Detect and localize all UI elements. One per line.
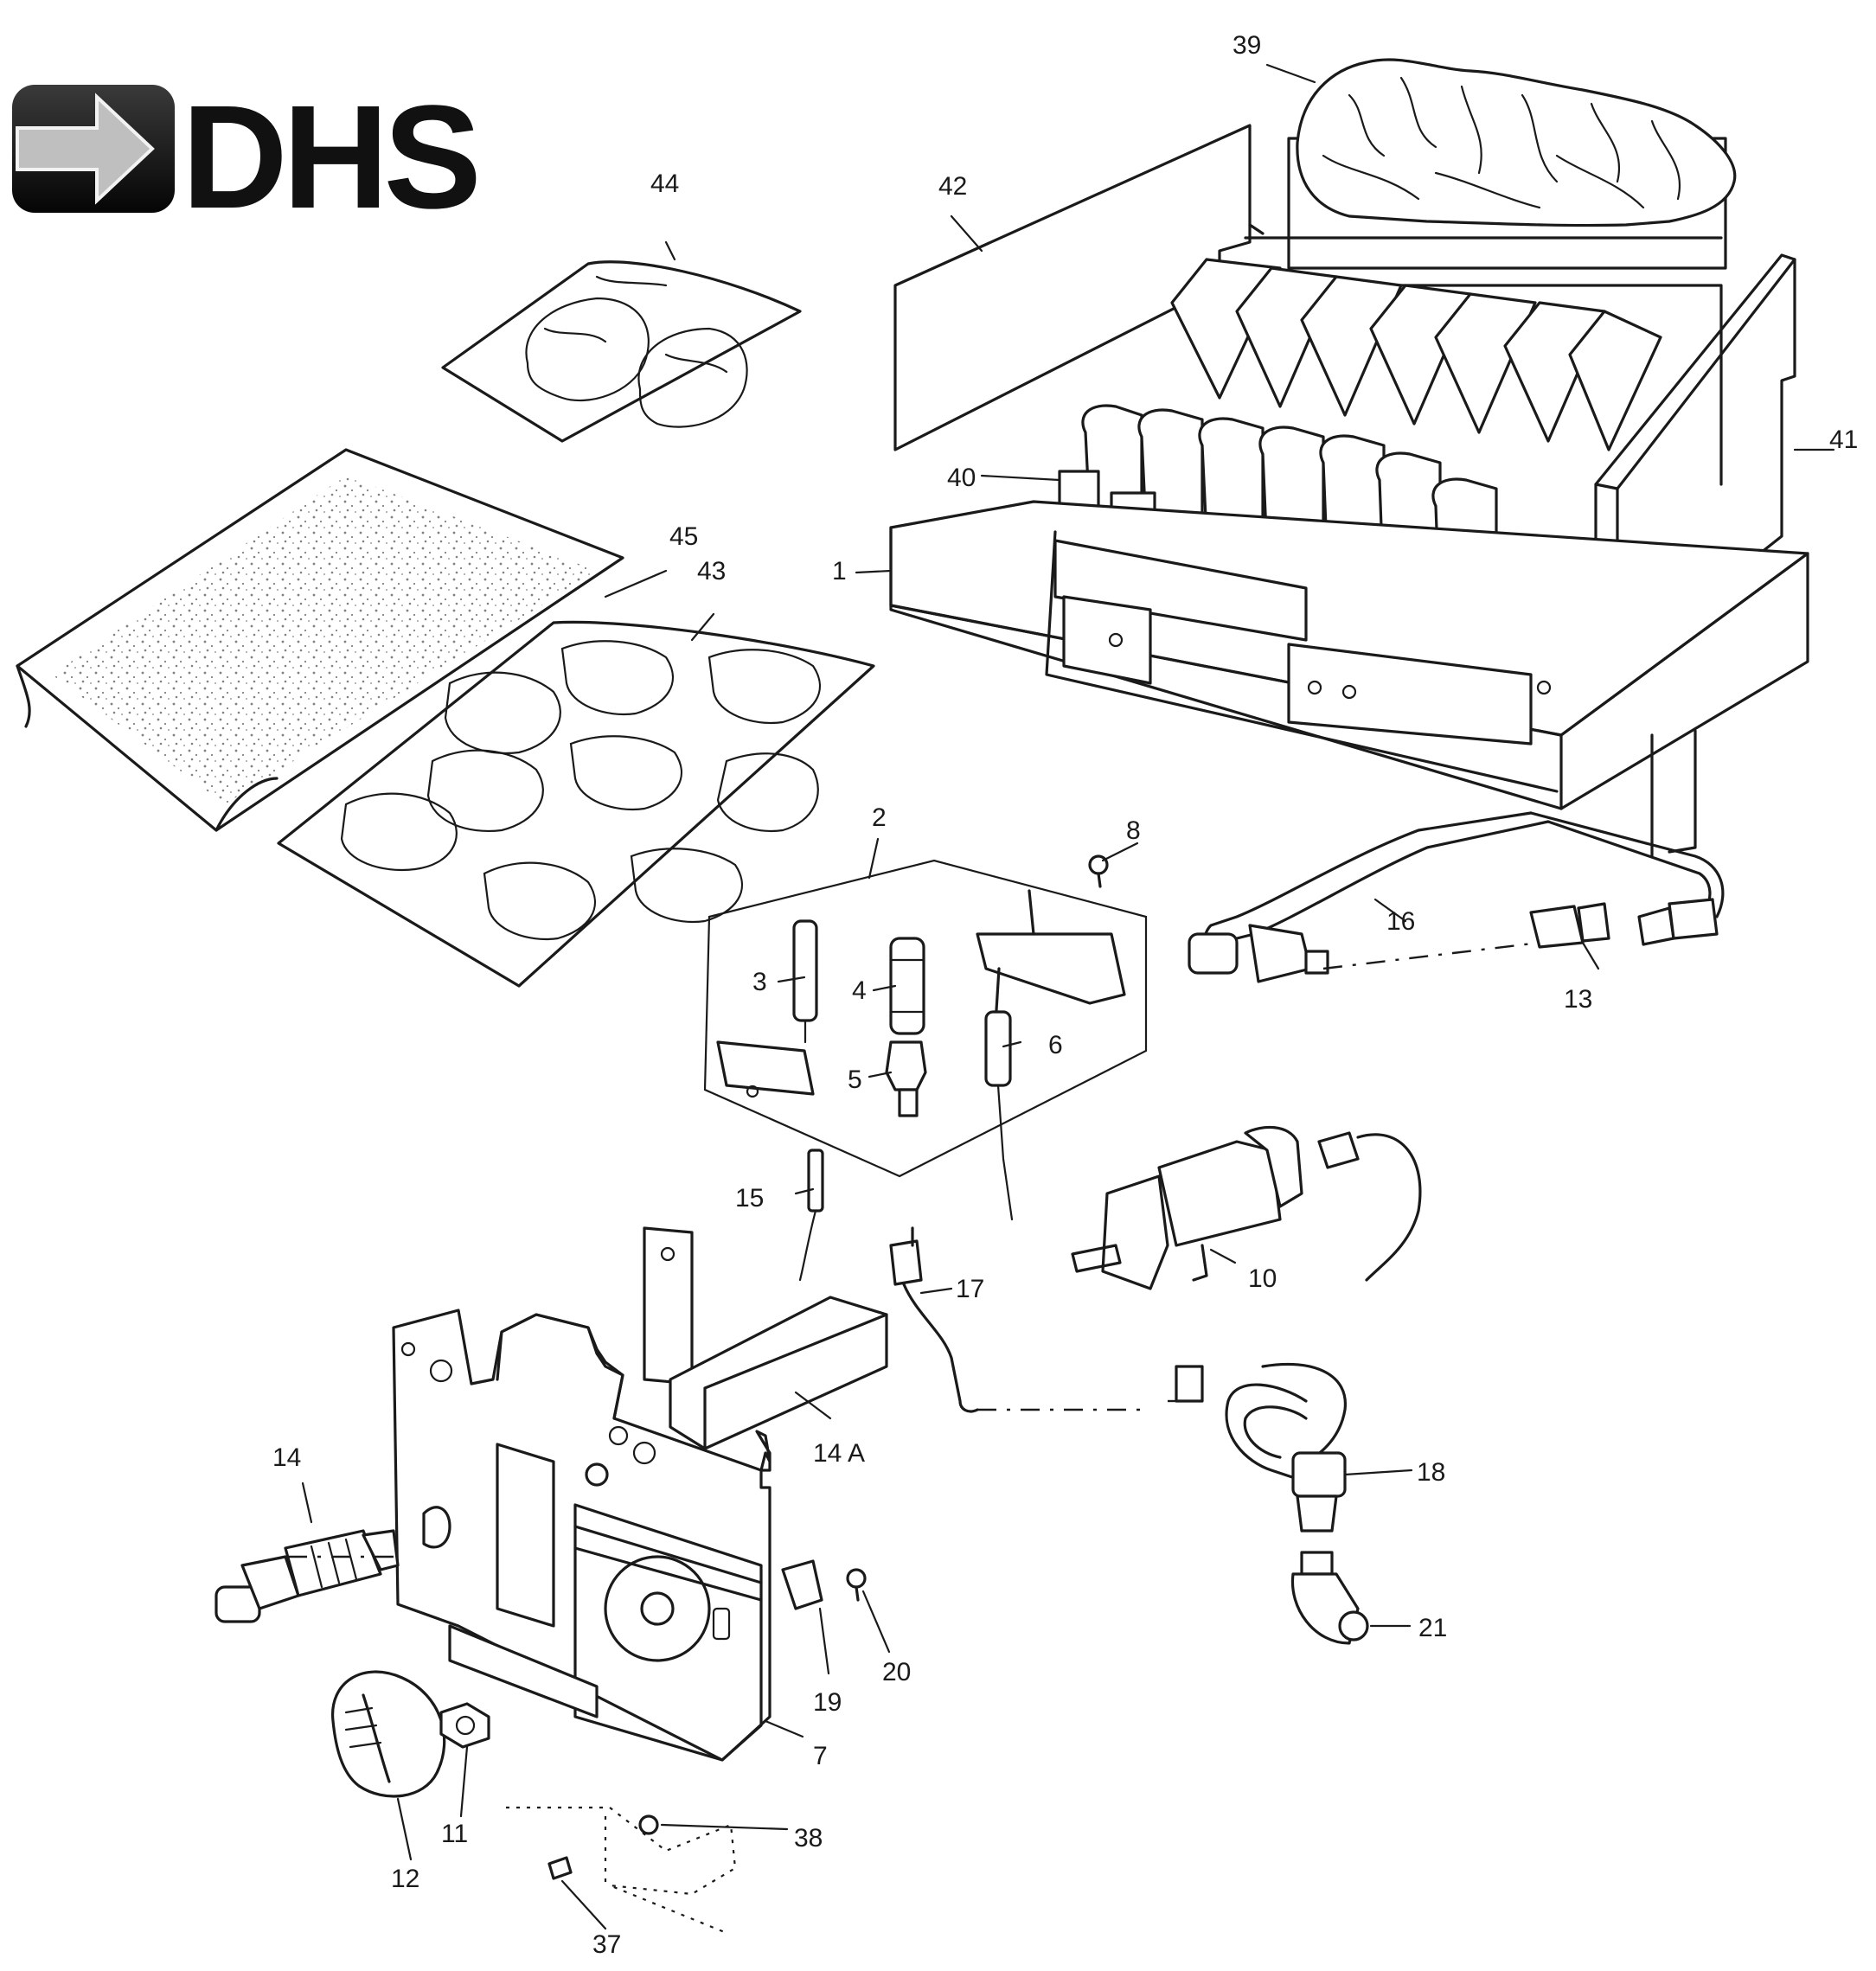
part-44-coal-bag bbox=[441, 260, 802, 443]
label-14: 14 bbox=[272, 1443, 301, 1472]
part-15-electrode bbox=[798, 1149, 824, 1282]
part-4-pilot-injector bbox=[889, 937, 925, 1035]
part-14-igniter bbox=[214, 1529, 400, 1623]
part-labels: 39 42 44 41 40 1 45 43 2 8 16 13 3 4 6 5… bbox=[272, 31, 1858, 1959]
label-40: 40 bbox=[947, 464, 976, 492]
part-12-control-knob bbox=[331, 1670, 446, 1798]
part-2-pilot-kit-boundary bbox=[703, 859, 1148, 1178]
label-37: 37 bbox=[592, 1930, 621, 1959]
part-37-38-cover-plate bbox=[506, 1806, 737, 1935]
label-6: 6 bbox=[1048, 1031, 1063, 1059]
label-42: 42 bbox=[938, 172, 967, 201]
label-21: 21 bbox=[1418, 1614, 1447, 1642]
part-19-clip bbox=[781, 1559, 823, 1610]
label-15: 15 bbox=[735, 1184, 764, 1213]
part-5-fitting bbox=[885, 1040, 927, 1117]
part-8-screw bbox=[1088, 854, 1109, 888]
label-17: 17 bbox=[956, 1275, 984, 1303]
right-arrow-icon bbox=[16, 93, 155, 205]
part-39-log bbox=[1287, 58, 1737, 270]
label-3: 3 bbox=[752, 968, 767, 996]
part-42-side-panel bbox=[893, 124, 1252, 451]
part-16-gas-pipe bbox=[1188, 811, 1725, 983]
part-pilot-bracket bbox=[716, 1040, 815, 1098]
label-43: 43 bbox=[697, 557, 726, 586]
label-41: 41 bbox=[1829, 426, 1858, 454]
part-17-pilot-pipe bbox=[889, 1226, 979, 1413]
part-43-coal-bag-large bbox=[277, 620, 875, 988]
label-18: 18 bbox=[1417, 1458, 1445, 1487]
part-45-sand-bag bbox=[16, 448, 624, 832]
label-20: 20 bbox=[882, 1658, 911, 1686]
label-14a: 14 A bbox=[813, 1439, 865, 1468]
label-12: 12 bbox=[391, 1865, 419, 1893]
part-11-nut bbox=[439, 1702, 490, 1749]
label-2: 2 bbox=[872, 803, 887, 832]
label-10: 10 bbox=[1248, 1264, 1277, 1293]
label-13: 13 bbox=[1564, 985, 1592, 1014]
label-45: 45 bbox=[669, 522, 698, 551]
logo-text: DHS bbox=[182, 75, 477, 240]
label-11: 11 bbox=[441, 1820, 468, 1848]
label-1: 1 bbox=[832, 557, 847, 586]
dhs-logo: DHS bbox=[12, 75, 482, 240]
label-7: 7 bbox=[813, 1742, 828, 1770]
label-16: 16 bbox=[1386, 907, 1415, 936]
part-14a-bracket bbox=[643, 1226, 888, 1450]
leader-lines bbox=[285, 63, 1835, 1930]
label-44: 44 bbox=[650, 170, 679, 198]
part-21-elbow bbox=[1290, 1551, 1369, 1645]
label-4: 4 bbox=[852, 976, 867, 1005]
label-38: 38 bbox=[794, 1824, 823, 1853]
label-8: 8 bbox=[1126, 816, 1141, 845]
part-1-burner-tray bbox=[889, 500, 1809, 858]
part-7-control-panel bbox=[392, 1309, 772, 1762]
label-5: 5 bbox=[848, 1065, 862, 1094]
part-6-pilot-assembly bbox=[976, 889, 1126, 1221]
part-3-thermocouple-tip bbox=[792, 919, 818, 1044]
part-20-screw bbox=[846, 1568, 867, 1602]
part-18-pipe-bend bbox=[1175, 1362, 1347, 1533]
label-39: 39 bbox=[1233, 31, 1261, 60]
label-19: 19 bbox=[813, 1688, 842, 1717]
part-13-union-fitting bbox=[1529, 898, 1719, 949]
part-10-gas-valve bbox=[1071, 1125, 1422, 1290]
